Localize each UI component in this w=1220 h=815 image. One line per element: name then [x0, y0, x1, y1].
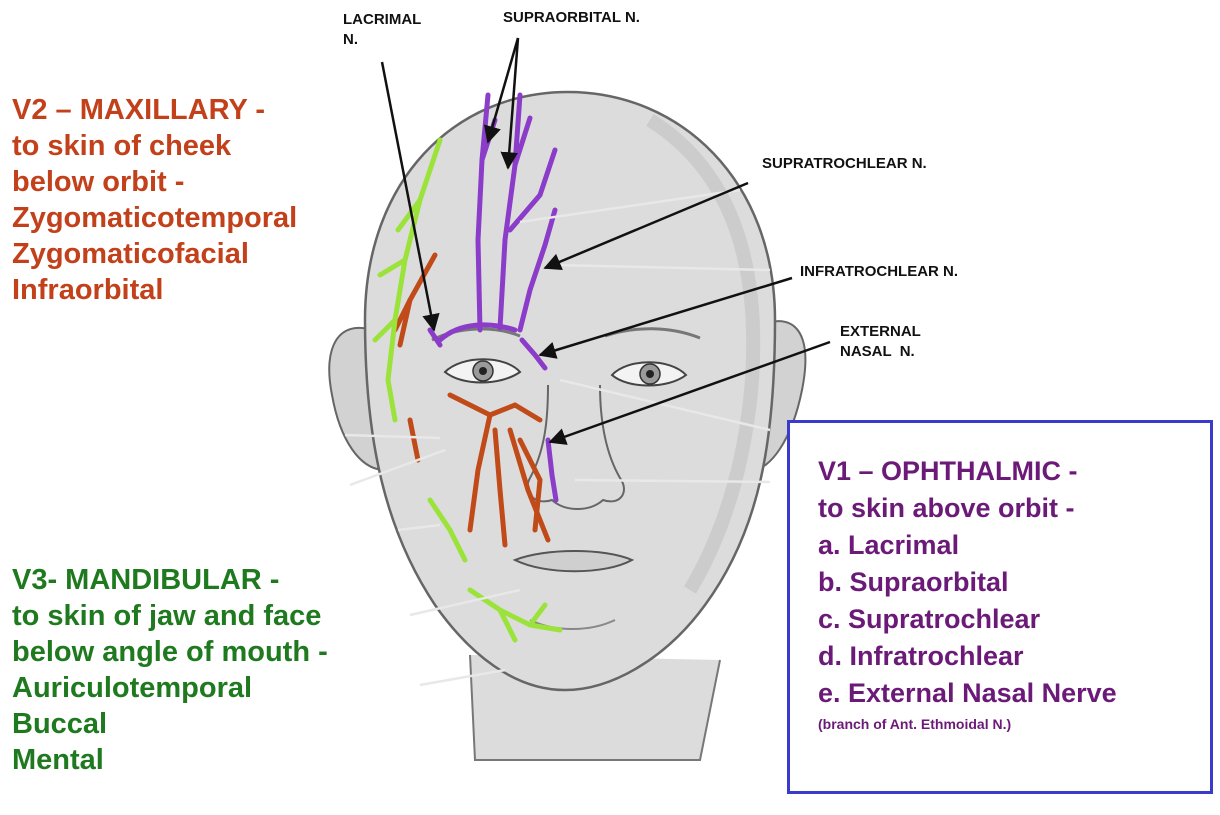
mandibular-description: V3- MANDIBULAR - to skin of jaw and face… [12, 562, 328, 778]
mandibular-line: below angle of mouth - [12, 634, 328, 670]
lacrimal-label-line-2: N. [343, 30, 421, 50]
ophthalmic-branch: e. External Nasal Nerve [818, 675, 1117, 712]
ophthalmic-branch: c. Supratrochlear [818, 601, 1117, 638]
ophthalmic-note: (branch of Ant. Ethmoidal N.) [818, 714, 1117, 734]
maxillary-branch: Zygomaticotemporal [12, 200, 297, 236]
right-pupil [646, 370, 654, 378]
ophthalmic-box: V1 – OPHTHALMIC - to skin above orbit - … [787, 420, 1213, 794]
ophthalmic-heading: V1 – OPHTHALMIC - [818, 453, 1117, 490]
mandibular-heading: V3- MANDIBULAR - [12, 562, 328, 598]
ophthalmic-branch: d. Infratrochlear [818, 638, 1117, 675]
mandibular-branch: Auriculotemporal [12, 670, 328, 706]
ophthalmic-line: to skin above orbit - [818, 490, 1117, 527]
lacrimal-label-line-1: LACRIMAL [343, 10, 421, 30]
maxillary-description: V2 – MAXILLARY - to skin of cheek below … [12, 92, 297, 308]
maxillary-heading: V2 – MAXILLARY - [12, 92, 297, 128]
maxillary-branch: Zygomaticofacial [12, 236, 297, 272]
maxillary-line: to skin of cheek [12, 128, 297, 164]
ophthalmic-branch: a. Lacrimal [818, 527, 1117, 564]
left-pupil [479, 367, 487, 375]
external-nasal-label: EXTERNAL NASAL N. [840, 322, 921, 362]
supraorbital-label: SUPRAORBITAL N. [503, 8, 640, 28]
maxillary-branch: Infraorbital [12, 272, 297, 308]
maxillary-line: below orbit - [12, 164, 297, 200]
lacrimal-label: LACRIMAL N. [343, 10, 421, 50]
external-nasal-label-line-1: EXTERNAL [840, 322, 921, 342]
ophthalmic-branch: b. Supraorbital [818, 564, 1117, 601]
external-nasal-label-line-2: NASAL N. [840, 342, 921, 362]
infratrochlear-label: INFRATROCHLEAR N. [800, 262, 958, 282]
mandibular-branch: Buccal [12, 706, 328, 742]
supratrochlear-label: SUPRATROCHLEAR N. [762, 154, 927, 174]
mandibular-branch: Mental [12, 742, 328, 778]
mandibular-line: to skin of jaw and face [12, 598, 328, 634]
ophthalmic-description: V1 – OPHTHALMIC - to skin above orbit - … [818, 453, 1117, 734]
